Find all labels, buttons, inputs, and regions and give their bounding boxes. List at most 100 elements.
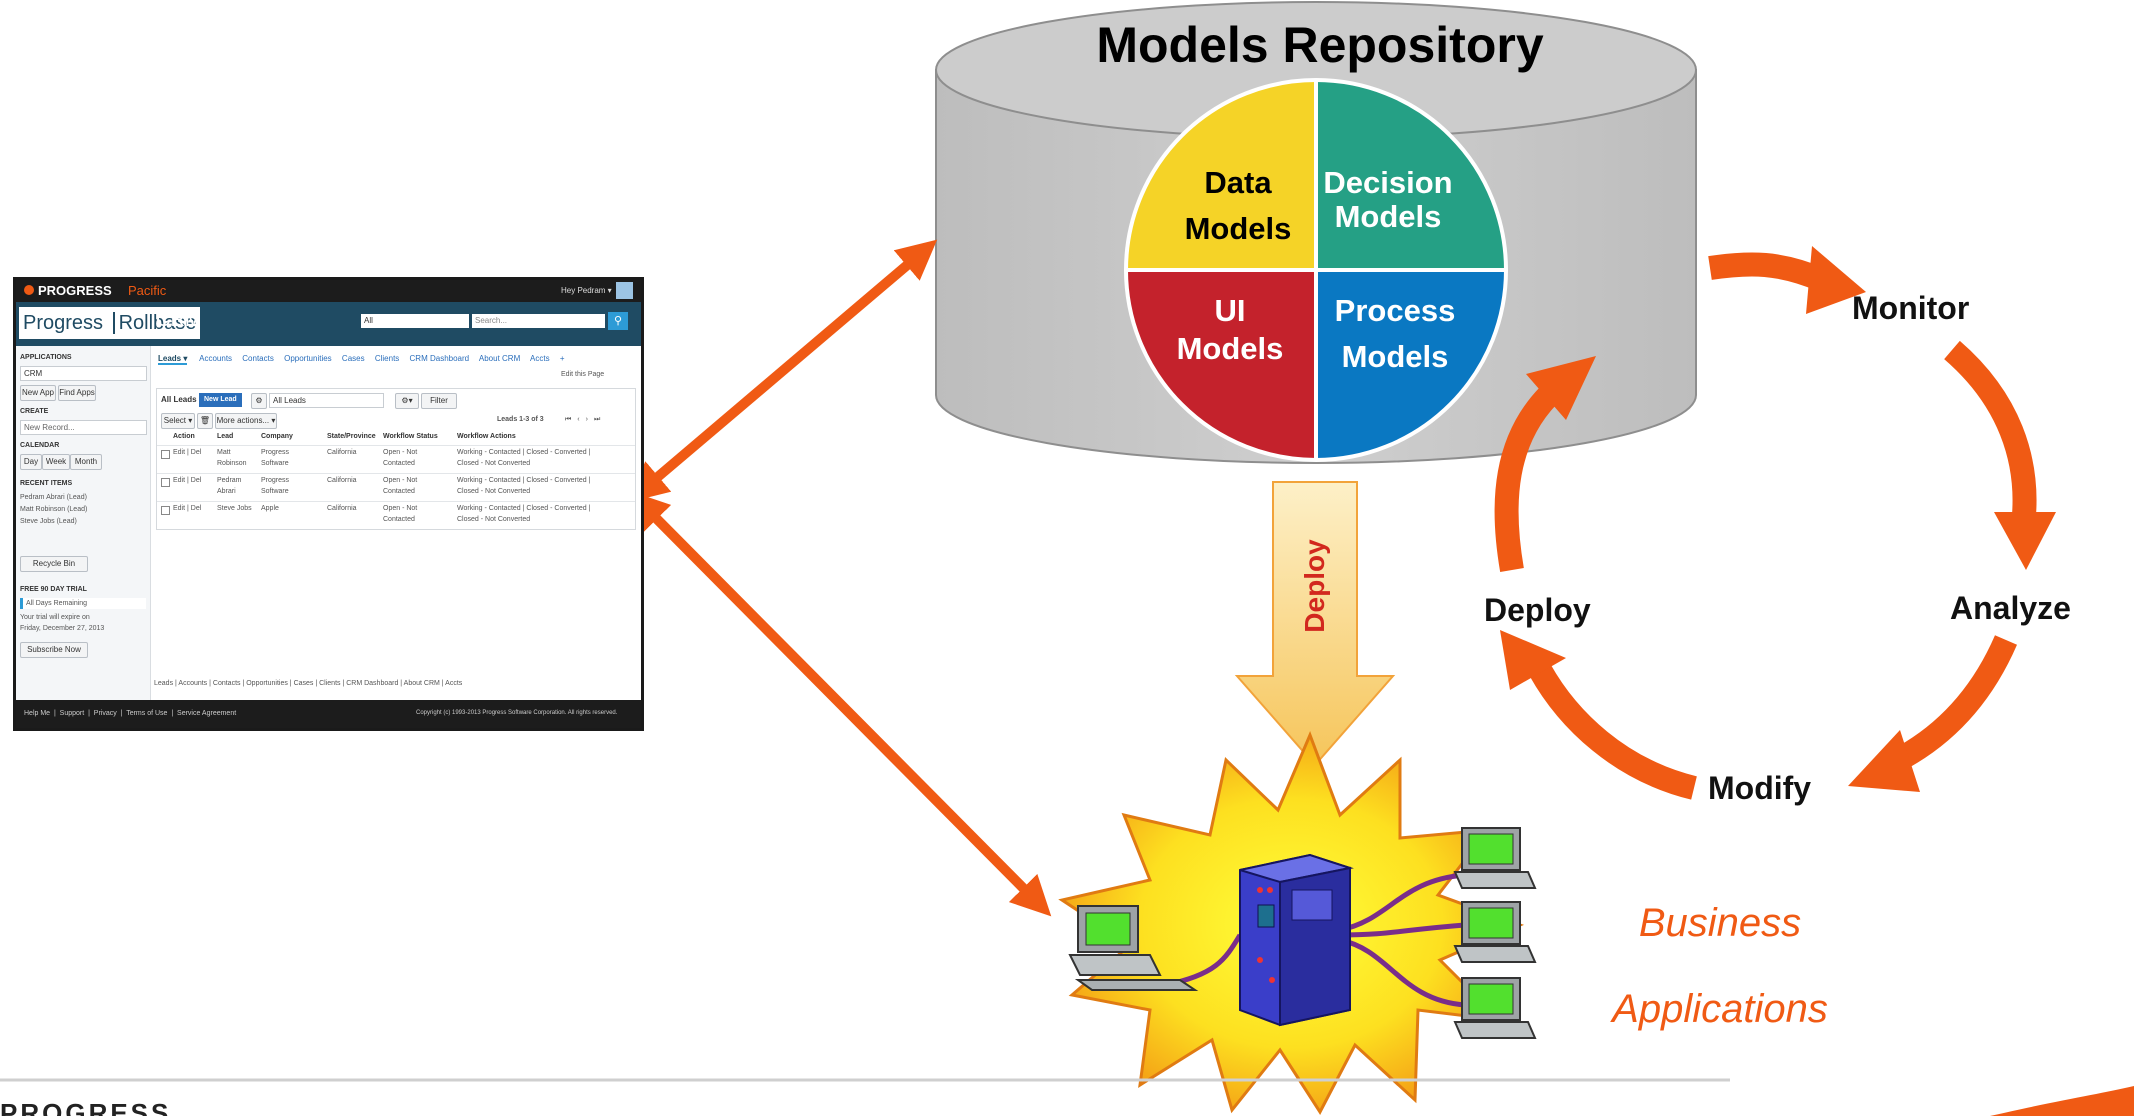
row-action[interactable]: Edit | Del [173, 505, 202, 512]
tab-cases[interactable]: Cases [341, 354, 365, 363]
row-workflow-2[interactable]: Closed - Not Converted [457, 460, 531, 467]
column-header[interactable]: Lead [217, 433, 234, 440]
deploy-arrow-label: Deploy [1299, 539, 1330, 633]
applications-line: Applications [1612, 987, 1828, 1031]
rollbase-logo: Progress Rollbase [19, 307, 201, 339]
repository-title: Models Repository [1096, 17, 1544, 73]
view-select[interactable]: All Leads [269, 393, 384, 408]
tab-about-crm[interactable]: About CRM [478, 354, 521, 363]
delete-icon[interactable]: 🗑 [197, 413, 213, 429]
recent-item[interactable]: Matt Robinson (Lead) [20, 506, 88, 513]
tab-accounts[interactable]: Accounts [199, 354, 233, 363]
row-workflow-2[interactable]: Closed - Not Converted [457, 488, 531, 495]
row-lead[interactable]: Matt [217, 449, 231, 456]
lifecycle-cycle [1494, 246, 2056, 800]
row-company: Progress [261, 449, 290, 456]
crm-top-brand: PROGRESS [38, 283, 112, 298]
user-avatar[interactable] [616, 282, 633, 299]
server-icon [1239, 853, 1354, 1027]
to-deploy-arrow [1529, 664, 1697, 800]
column-header[interactable]: Workflow Status [383, 433, 438, 440]
gear-icon[interactable]: ⚙ [251, 393, 267, 409]
subscribe-button[interactable]: Subscribe Now [20, 642, 88, 658]
crm-repository-arrow [627, 239, 938, 503]
data-models-label: Data Models [1168, 160, 1308, 252]
deploy-label: Deploy [1484, 592, 1591, 628]
to-analyze-arrow [1944, 340, 2037, 516]
table-row: Edit | Del Steve Jobs Apple California O… [157, 501, 635, 530]
row-checkbox[interactable] [161, 450, 170, 459]
row-status: Open - Not [383, 449, 418, 456]
row-checkbox[interactable] [161, 506, 170, 515]
row-workflow[interactable]: Working - Contacted | Closed - Converted… [457, 505, 591, 512]
find-apps-button[interactable]: Find Apps [58, 385, 96, 401]
settings-menu-button[interactable]: ⚙▾ [395, 393, 419, 409]
column-header[interactable]: State/Province [327, 433, 376, 440]
filter-button[interactable]: Filter [421, 393, 457, 409]
trial-note-1: Your trial will expire on [20, 614, 90, 621]
row-lead-2[interactable]: Abrari [217, 488, 236, 495]
more-actions-button[interactable]: More actions... ▾ [215, 413, 277, 429]
tab-crm-dashboard[interactable]: CRM Dashboard [409, 354, 470, 363]
recent-item[interactable]: Pedram Abrari (Lead) [20, 494, 87, 501]
bottom-nav-links[interactable]: Leads | Accounts | Contacts | Opportunit… [154, 680, 463, 687]
row-status-2: Contacted [383, 460, 415, 467]
column-header[interactable]: Company [261, 433, 293, 440]
tab-opportunities[interactable]: Opportunities [284, 354, 332, 363]
day-button[interactable]: Day [20, 454, 42, 470]
search-icon[interactable]: ⚲ [608, 312, 628, 330]
tab-clients[interactable]: Clients [374, 354, 400, 363]
computer-icon [1453, 977, 1537, 1039]
scope-select[interactable]: All [361, 314, 469, 328]
analyze-label: Analyze [1950, 590, 2071, 626]
row-lead[interactable]: Pedram [217, 477, 242, 484]
trial-note-2: Friday, December 27, 2013 [20, 625, 105, 632]
recent-items-heading: RECENT ITEMS [20, 480, 73, 487]
tab-contacts[interactable]: Contacts [242, 354, 274, 363]
business-line: Business [1638, 901, 1802, 945]
computer-icon [1453, 827, 1537, 889]
app-select[interactable]: CRM [20, 366, 147, 381]
row-action[interactable]: Edit | Del [173, 477, 202, 484]
crm-user-menu[interactable]: Hey Pedram ▾ [561, 286, 612, 295]
row-lead-2[interactable]: Robinson [217, 460, 247, 467]
recent-item[interactable]: Steve Jobs (Lead) [20, 518, 77, 525]
month-button[interactable]: Month [70, 454, 102, 470]
week-button[interactable]: Week [42, 454, 70, 470]
tab-leads[interactable]: Leads ▾ [158, 354, 188, 365]
monitor-label: Monitor [1852, 290, 1970, 326]
table-row: Edit | Del Pedram Abrari Progress Softwa… [157, 473, 635, 502]
crm-app-title: CRM [156, 309, 202, 331]
row-workflow[interactable]: Working - Contacted | Closed - Converted… [457, 449, 591, 456]
row-lead[interactable]: Steve Jobs [217, 505, 252, 512]
new-lead-button[interactable]: New Lead [199, 393, 242, 407]
row-workflow[interactable]: Working - Contacted | Closed - Converted… [457, 477, 591, 484]
footer-links[interactable]: Help Me | Support | Privacy | Terms of U… [24, 710, 237, 717]
row-status-2: Contacted [383, 488, 415, 495]
row-company: Progress [261, 477, 290, 484]
search-input[interactable]: Search... [472, 314, 605, 328]
create-heading: CREATE [20, 408, 49, 415]
new-record-select[interactable]: New Record... [20, 420, 147, 435]
recycle-bin-button[interactable]: Recycle Bin [20, 556, 88, 572]
applications-heading: APPLICATIONS [20, 354, 72, 361]
edit-page-link[interactable]: Edit this Page [561, 371, 605, 378]
tab-add[interactable]: + [559, 354, 565, 363]
select-menu-button[interactable]: Select ▾ [161, 413, 195, 429]
pager-controls[interactable]: ⏮‹›⏭ [565, 416, 607, 423]
new-app-button[interactable]: New App [20, 385, 56, 401]
data-models-slice [1126, 80, 1316, 270]
row-workflow-2[interactable]: Closed - Not Converted [457, 516, 531, 523]
row-status-2: Contacted [383, 516, 415, 523]
tab-accts[interactable]: Accts [530, 354, 550, 363]
row-checkbox[interactable] [161, 478, 170, 487]
row-action[interactable]: Edit | Del [173, 449, 202, 456]
crm-left-nav: APPLICATIONS CRM New App Find Apps CREAT… [16, 346, 151, 700]
process-models-label: Process Models [1320, 288, 1470, 380]
computer-icon [1068, 905, 1199, 991]
list-title: All Leads [161, 395, 197, 404]
trial-heading: FREE 90 DAY TRIAL [20, 586, 87, 593]
leads-panel: All Leads New Lead ⚙ All Leads ⚙▾ Filter… [156, 388, 636, 530]
computer-icon [1453, 901, 1537, 963]
